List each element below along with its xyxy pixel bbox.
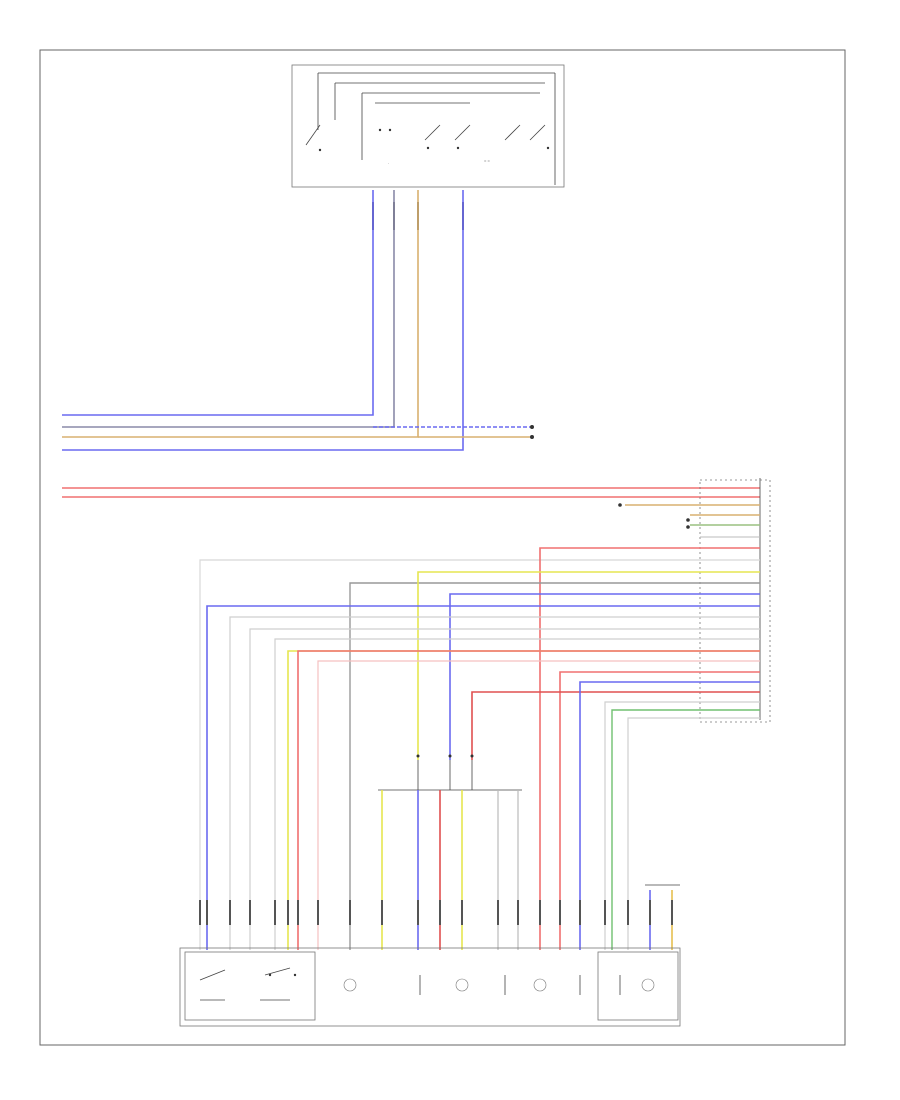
wire-light-6 xyxy=(627,717,760,950)
wire-pink-1 xyxy=(317,660,760,950)
wire-red-3 xyxy=(539,547,760,950)
right-connector xyxy=(618,478,771,723)
wire-red-5 xyxy=(559,671,760,950)
wire-blue-1 xyxy=(62,190,374,416)
wire-gray-2 xyxy=(349,582,760,950)
bottom-connector-ticks xyxy=(199,900,673,925)
wire-light-3 xyxy=(249,628,760,950)
wire-light-1 xyxy=(199,559,760,950)
wire-blue-2 xyxy=(62,190,464,451)
top-switch-box xyxy=(291,64,565,188)
svg-text:·: · xyxy=(388,161,389,166)
top-switch-assembly: = = · xyxy=(291,64,565,230)
wire-yellow-2 xyxy=(287,650,760,950)
switch-contact-3 xyxy=(454,124,471,141)
wire-red-6 xyxy=(471,691,760,760)
switch-contact-1 xyxy=(305,124,321,146)
switch-contact-4 xyxy=(504,124,521,141)
diagram-frame xyxy=(39,49,846,1046)
lower-wire-harness xyxy=(199,547,760,950)
bottom-component xyxy=(179,947,681,1027)
wire-blue-5 xyxy=(579,681,760,950)
wire-gray-1 xyxy=(62,190,395,428)
upper-wire-harness xyxy=(62,190,534,451)
svg-text:= =: = = xyxy=(484,158,490,163)
wire-blue-4 xyxy=(206,605,760,950)
wire-light-5 xyxy=(604,701,760,950)
bottom-component-box xyxy=(179,947,681,1027)
wire-red-4 xyxy=(297,650,760,950)
wire-tan-1 xyxy=(62,190,419,438)
switch-contact-2 xyxy=(424,124,441,141)
wire-green-1 xyxy=(611,709,760,950)
wire-light-4 xyxy=(274,638,760,950)
wire-yellow-1 xyxy=(417,571,760,760)
switch-contact-5 xyxy=(529,124,546,141)
wire-blue-3 xyxy=(449,593,760,760)
wire-light-2 xyxy=(229,616,760,950)
power-wires xyxy=(62,487,760,498)
